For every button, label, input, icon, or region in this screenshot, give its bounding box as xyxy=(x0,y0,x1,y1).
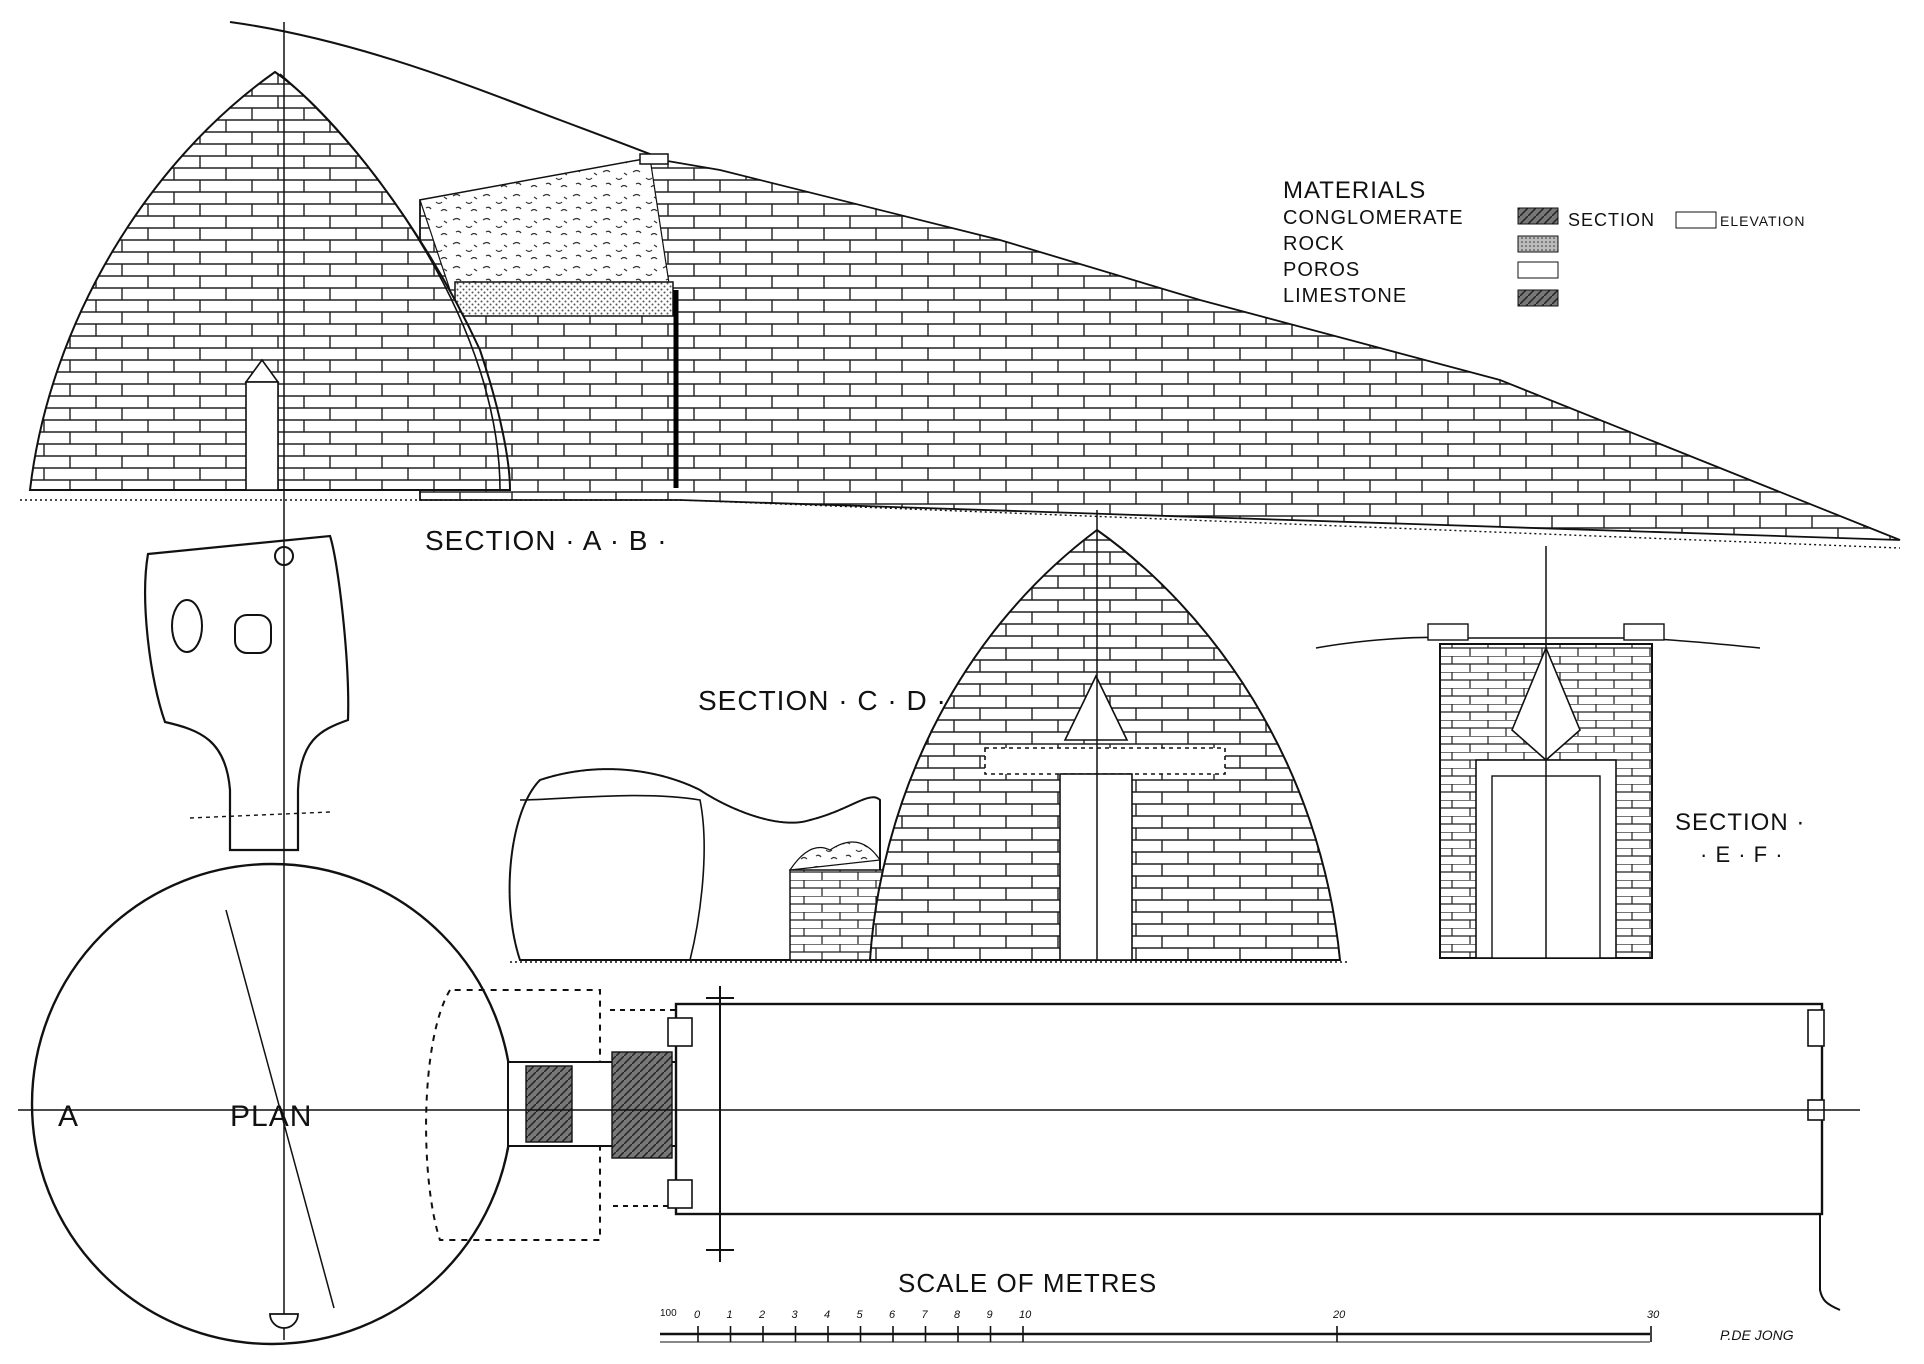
scale-tick-label: 30 xyxy=(1647,1309,1660,1321)
section-cd-drawing xyxy=(508,510,1350,963)
swatch-limestone xyxy=(1517,289,1559,307)
scale-tick-label: 20 xyxy=(1332,1309,1346,1321)
swatch-poros xyxy=(1517,261,1559,279)
scale-bar: SCALE OF METRES 0 1 2 3 4 5 6 7 8 9 10 20 30 100 xyxy=(660,1268,1660,1343)
scale-tick-label: 7 xyxy=(922,1309,929,1321)
section-ef-label-2: · E · F · xyxy=(1700,842,1784,867)
signature: P.DE JONG xyxy=(1720,1327,1794,1343)
section-ef-label-1: SECTION · xyxy=(1675,809,1805,836)
legend-row-poros: POROS xyxy=(1283,259,1360,281)
legend-row-limestone: LIMESTONE xyxy=(1283,285,1407,307)
scale-ticks: 0 1 2 3 4 5 6 7 8 9 10 20 30 xyxy=(694,1309,1660,1342)
dromos-passage xyxy=(674,1002,1824,1216)
legend-title: MATERIALS xyxy=(1283,177,1426,204)
swatch-rock xyxy=(1517,235,1559,253)
plan-drawing xyxy=(18,520,1860,1346)
scale-small-left: 100 xyxy=(660,1308,677,1319)
section-ef-drawing xyxy=(1315,546,1761,959)
scale-tick-label: 10 xyxy=(1019,1309,1032,1321)
scale-tick-label: 1 xyxy=(727,1309,733,1321)
section-ab-drawing xyxy=(20,21,1901,549)
section-ab-label: SECTION · A · B · xyxy=(425,525,668,556)
legend-section-label: SECTION xyxy=(1568,210,1655,230)
scale-tick-label: 4 xyxy=(824,1309,830,1321)
swatch-elevation xyxy=(1675,211,1717,229)
lintel-block xyxy=(454,281,674,317)
scale-title: SCALE OF METRES xyxy=(898,1268,1157,1298)
legend-row-conglomerate: CONGLOMERATE xyxy=(1283,207,1464,229)
scale-tick-label: 9 xyxy=(987,1309,993,1321)
scale-tick-label: 8 xyxy=(954,1309,961,1321)
rock-outcrop xyxy=(508,768,881,961)
scale-tick-label: 2 xyxy=(758,1309,765,1321)
materials-legend: MATERIALS CONGLOMERATE ROCK POROS LIMEST… xyxy=(1283,177,1806,307)
side-chamber xyxy=(144,534,350,852)
section-cd-label: SECTION · C · D · xyxy=(698,685,947,716)
scale-tick-label: 0 xyxy=(694,1309,701,1321)
plan-marker-a: A xyxy=(58,1100,79,1133)
scale-tick-label: 3 xyxy=(792,1309,799,1321)
legend-elevation-label: ELEVATION xyxy=(1720,213,1806,229)
scale-tick-label: 5 xyxy=(857,1309,864,1321)
rubble-fill xyxy=(419,157,671,291)
plan-label: PLAN xyxy=(230,1100,312,1133)
swatch-conglomerate xyxy=(1517,207,1559,225)
legend-row-rock: ROCK xyxy=(1283,233,1345,255)
scale-tick-label: 6 xyxy=(889,1309,896,1321)
